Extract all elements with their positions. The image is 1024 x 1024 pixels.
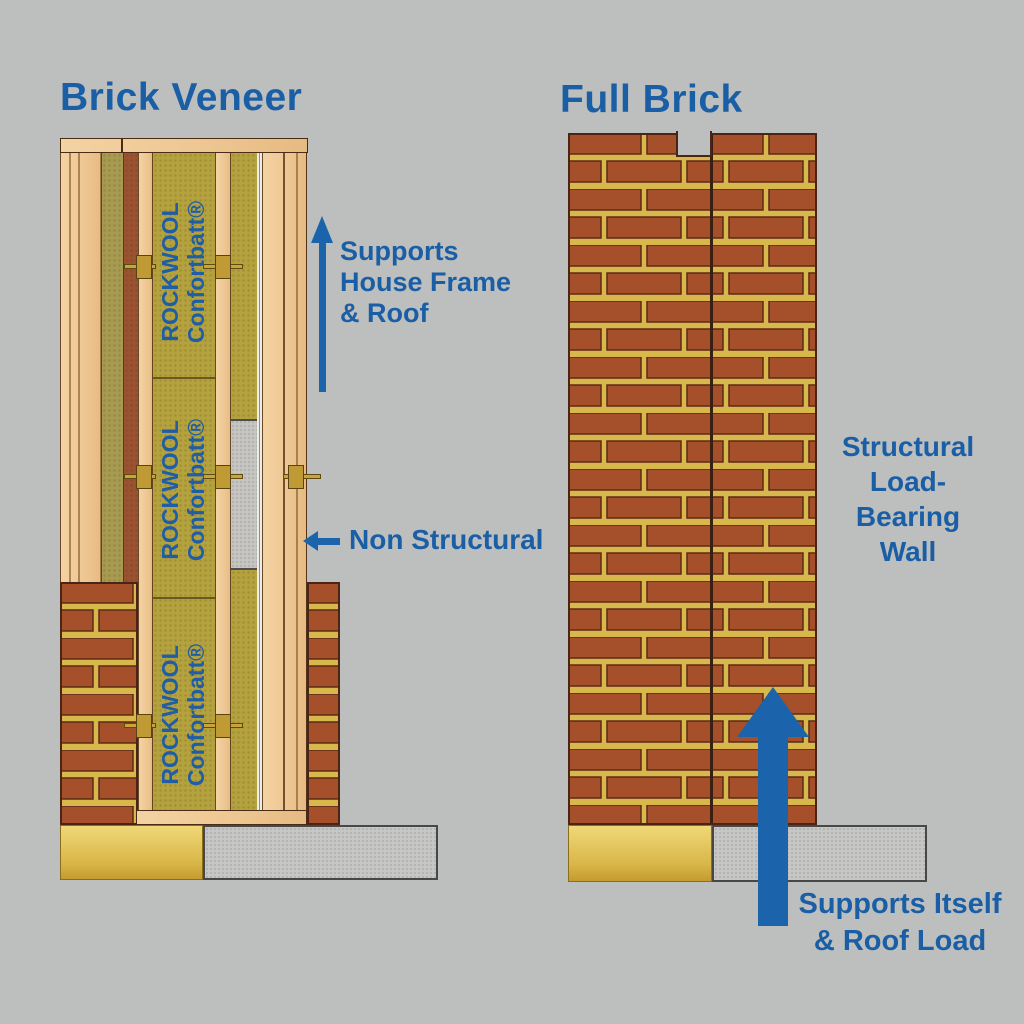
batt-seam: [153, 597, 216, 599]
brick-notch: [676, 131, 712, 157]
left-arrow-icon: [303, 531, 318, 551]
top-plate: [60, 138, 308, 153]
membrane-layer: [257, 153, 262, 810]
full-brick-title: Full Brick: [560, 78, 743, 121]
structural-line1: Structural: [841, 431, 975, 462]
insulation-brand-line2: Confortbatt®: [183, 200, 209, 344]
insulation-brand-label: ROCKWOOL Confortbatt®: [156, 187, 210, 357]
cavity-divider-line: [230, 419, 283, 421]
wall-tie-block: [136, 714, 152, 738]
wall-tie-block: [288, 465, 304, 489]
insulation-brand-label: ROCKWOOL Confortbatt®: [156, 630, 210, 800]
supports-line3: & Roof: [340, 298, 429, 328]
gold-footing: [568, 825, 712, 882]
full-brick-wall: [568, 133, 817, 825]
structural-load-bearing-label: Structural Load-Bearing Wall: [818, 429, 998, 569]
cavity-insulation-lower: [230, 570, 258, 810]
insulation-brand-line2: Confortbatt®: [183, 418, 209, 562]
supports-itself-line2: & Roof Load: [813, 925, 987, 957]
top-plate-joint: [121, 139, 123, 152]
supports-line2: House Frame: [340, 267, 512, 297]
left-arrow-shaft: [317, 538, 340, 545]
supports-itself-label: Supports Itself & Roof Load: [795, 886, 1005, 960]
brick-veneer-title: Brick Veneer: [60, 76, 303, 119]
sheathing-olive-layer: [101, 153, 124, 582]
structural-line2: Load-Bearing: [855, 466, 961, 532]
up-arrow-icon: [311, 216, 333, 243]
wall-tie-block: [215, 465, 231, 489]
insulation-brand-line1: ROCKWOOL: [157, 645, 183, 785]
siding-boards: [60, 153, 102, 582]
wall-tie-block: [136, 255, 152, 279]
non-structural-label: Non Structural: [349, 524, 544, 555]
gold-footing: [60, 825, 203, 880]
structural-line3: Wall: [879, 536, 937, 567]
insulation-brand-line2: Confortbatt®: [183, 643, 209, 787]
supports-line1: Supports: [340, 236, 459, 266]
sheathing-brown-layer: [123, 153, 139, 582]
insulation-brand-line1: ROCKWOOL: [157, 420, 183, 560]
insulation-batt-panel: [152, 153, 216, 810]
bottom-plate: [136, 810, 307, 825]
wall-tie-block: [215, 255, 231, 279]
large-up-arrow-shaft: [758, 735, 788, 926]
wall-tie-block: [136, 465, 152, 489]
cavity-concrete-section: [230, 420, 258, 570]
concrete-slab: [203, 825, 438, 880]
up-arrow-shaft: [319, 242, 326, 392]
brick-veneer-inner-column: [307, 582, 340, 825]
cavity-insulation-upper: [230, 153, 258, 420]
supports-itself-line1: Supports Itself: [798, 888, 1002, 920]
large-up-arrow-icon: [737, 687, 809, 737]
cavity-divider-line: [230, 568, 283, 570]
batt-seam: [153, 377, 216, 379]
wall-tie-block: [215, 714, 231, 738]
insulation-brand-line1: ROCKWOOL: [157, 202, 183, 342]
supports-house-frame-label: Supports House Frame & Roof: [340, 236, 511, 329]
wythe-joint-line: [710, 133, 713, 825]
concrete-slab: [712, 825, 927, 882]
insulation-brand-label: ROCKWOOL Confortbatt®: [156, 405, 210, 575]
brick-veneer-outer-leaf: [60, 582, 138, 825]
